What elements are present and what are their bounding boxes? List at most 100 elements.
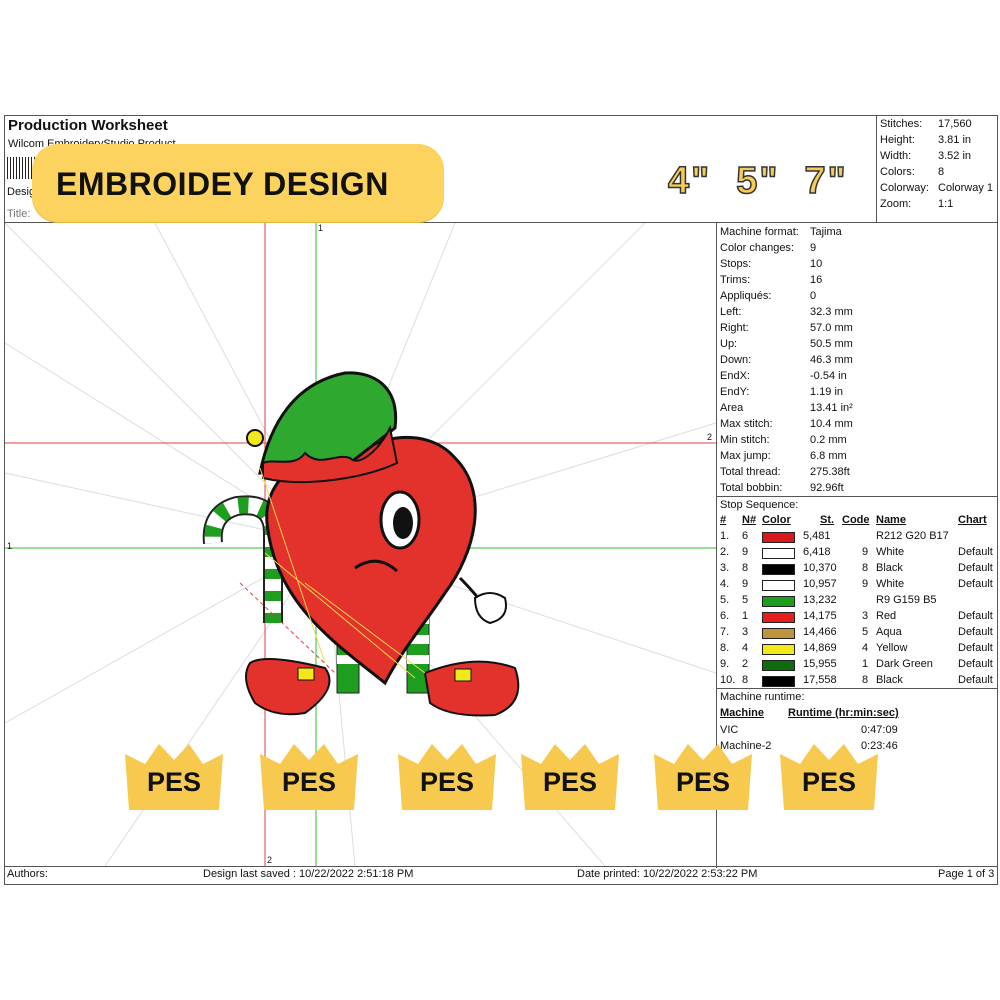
stop-needle: 3 <box>742 626 749 638</box>
title-label: Title: <box>7 208 31 220</box>
machine-stat-value: Tajima <box>810 226 842 238</box>
heart-glove <box>473 592 507 625</box>
stop-chart: Default <box>958 658 993 670</box>
machine-stat-value: 10.4 mm <box>810 418 853 430</box>
worksheet-frame <box>4 115 998 885</box>
machine-stat-value: 0.2 mm <box>810 434 847 446</box>
footer-saved: Design last saved : 10/22/2022 2:51:18 P… <box>203 868 414 880</box>
stop-stitches: 14,869 <box>803 642 837 654</box>
stop-num: 9. <box>720 658 730 670</box>
stop-sequence-title: Stop Sequence: <box>720 499 799 511</box>
stop-code: 8 <box>862 674 869 686</box>
stop-name: Dark Green <box>876 658 933 670</box>
stop-needle: 8 <box>742 674 749 686</box>
machine-stat-label: Left: <box>720 306 742 318</box>
stop-header: Name <box>876 514 906 526</box>
stop-num: 6. <box>720 610 730 622</box>
banner-text: EMBROIDEY DESIGN <box>56 166 389 202</box>
pes-label: PES <box>675 767 731 797</box>
footer-page: Page 1 of 3 <box>938 868 995 880</box>
top-stat-value: 3.81 in <box>938 134 972 146</box>
stop-chart: Default <box>958 674 993 686</box>
top-stat-label: Stitches: <box>880 118 923 130</box>
stop-needle: 1 <box>742 610 749 622</box>
stop-chart: Default <box>958 562 993 574</box>
machine-stat-label: Total bobbin: <box>720 482 783 494</box>
stop-code: 1 <box>862 658 869 670</box>
panel-divider <box>716 222 717 868</box>
stop-header: Chart <box>958 514 987 526</box>
stop-needle: 5 <box>742 594 749 606</box>
runtime-header-machine: Machine <box>720 707 765 719</box>
machine-stat-label: Stops: <box>720 258 752 270</box>
runtime-machine-2: Machine-2 <box>720 740 772 752</box>
stop-num: 7. <box>720 626 730 638</box>
stop-stitches: 17,558 <box>803 674 837 686</box>
machine-stat-label: Area <box>720 402 744 414</box>
machine-stat-label: Min stitch: <box>720 434 770 446</box>
page-title: Production Worksheet <box>8 117 168 134</box>
runtime-time-1: 0:47:09 <box>861 724 898 736</box>
crown-shape <box>260 744 358 810</box>
pes-crown-badge: PES <box>258 740 360 812</box>
stop-num: 3. <box>720 562 730 574</box>
stop-needle: 9 <box>742 578 749 590</box>
heart-mouth <box>354 559 399 573</box>
pes-label: PES <box>146 767 202 797</box>
machine-stat-label: Right: <box>720 322 749 334</box>
machine-stat-label: Trims: <box>720 274 751 286</box>
machine-stat-value: -0.54 in <box>810 370 847 382</box>
stop-stitches: 5,481 <box>803 530 831 542</box>
stop-chart: Default <box>958 546 993 558</box>
stop-stitches: 10,957 <box>803 578 837 590</box>
machine-stat-value: 32.3 mm <box>810 306 853 318</box>
runtime-divider <box>716 688 998 689</box>
color-swatch <box>762 644 795 655</box>
color-swatch <box>762 596 795 607</box>
top-stat-value: 1:1 <box>938 198 954 210</box>
stop-needle: 6 <box>742 530 749 542</box>
top-stat-label: Colorway: <box>880 182 929 194</box>
left-shoe <box>245 658 331 716</box>
stop-header: Code <box>842 514 870 526</box>
pes-crown-badge: PES <box>519 740 621 812</box>
pes-crown-badge: PES <box>123 740 225 812</box>
top-stat-label: Zoom: <box>880 198 912 210</box>
axis-label-bottom: 2 <box>267 855 273 865</box>
stop-needle: 2 <box>742 658 749 670</box>
top-stat-value: 17,560 <box>938 118 972 130</box>
machine-stat-value: 92.96ft <box>810 482 844 494</box>
stop-name: R9 G159 B5 <box>876 594 937 606</box>
stop-num: 5. <box>720 594 730 606</box>
stop-sequence-divider <box>716 496 998 497</box>
stop-name: Red <box>876 610 897 622</box>
machine-stat-value: 57.0 mm <box>810 322 853 334</box>
machine-stat-label: Max stitch: <box>720 418 773 430</box>
stop-header: St. <box>820 514 835 526</box>
color-swatch <box>762 532 795 543</box>
stop-code: 3 <box>862 610 869 622</box>
pes-crown-badge: PES <box>396 740 498 812</box>
top-stat-value: Colorway 1 <box>938 182 994 194</box>
stop-chart: Default <box>958 626 993 638</box>
stop-header: Color <box>762 514 791 526</box>
pes-crown-badge: PES <box>778 740 880 812</box>
stop-num: 10. <box>720 674 736 686</box>
runtime-header-time: Runtime (hr:min:sec) <box>788 707 899 719</box>
machine-stat-label: Appliqués: <box>720 290 772 302</box>
color-swatch <box>762 612 795 623</box>
machine-stat-label: Total thread: <box>720 466 781 478</box>
stop-stitches: 14,466 <box>803 626 837 638</box>
stop-num: 1. <box>720 530 730 542</box>
machine-stat-label: EndX: <box>720 370 750 382</box>
color-swatch <box>762 564 795 575</box>
stop-needle: 4 <box>742 642 749 654</box>
axis-label-top: 1 <box>318 223 324 233</box>
stop-stitches: 10,370 <box>803 562 837 574</box>
stop-stitches: 6,418 <box>803 546 831 558</box>
stop-name: Yellow <box>876 642 908 654</box>
embroidery-design-banner: EMBROIDEY DESIGN <box>32 144 444 222</box>
color-swatch <box>762 548 795 559</box>
runtime-machine-1: VIC <box>720 724 739 736</box>
header-divider <box>4 222 998 223</box>
